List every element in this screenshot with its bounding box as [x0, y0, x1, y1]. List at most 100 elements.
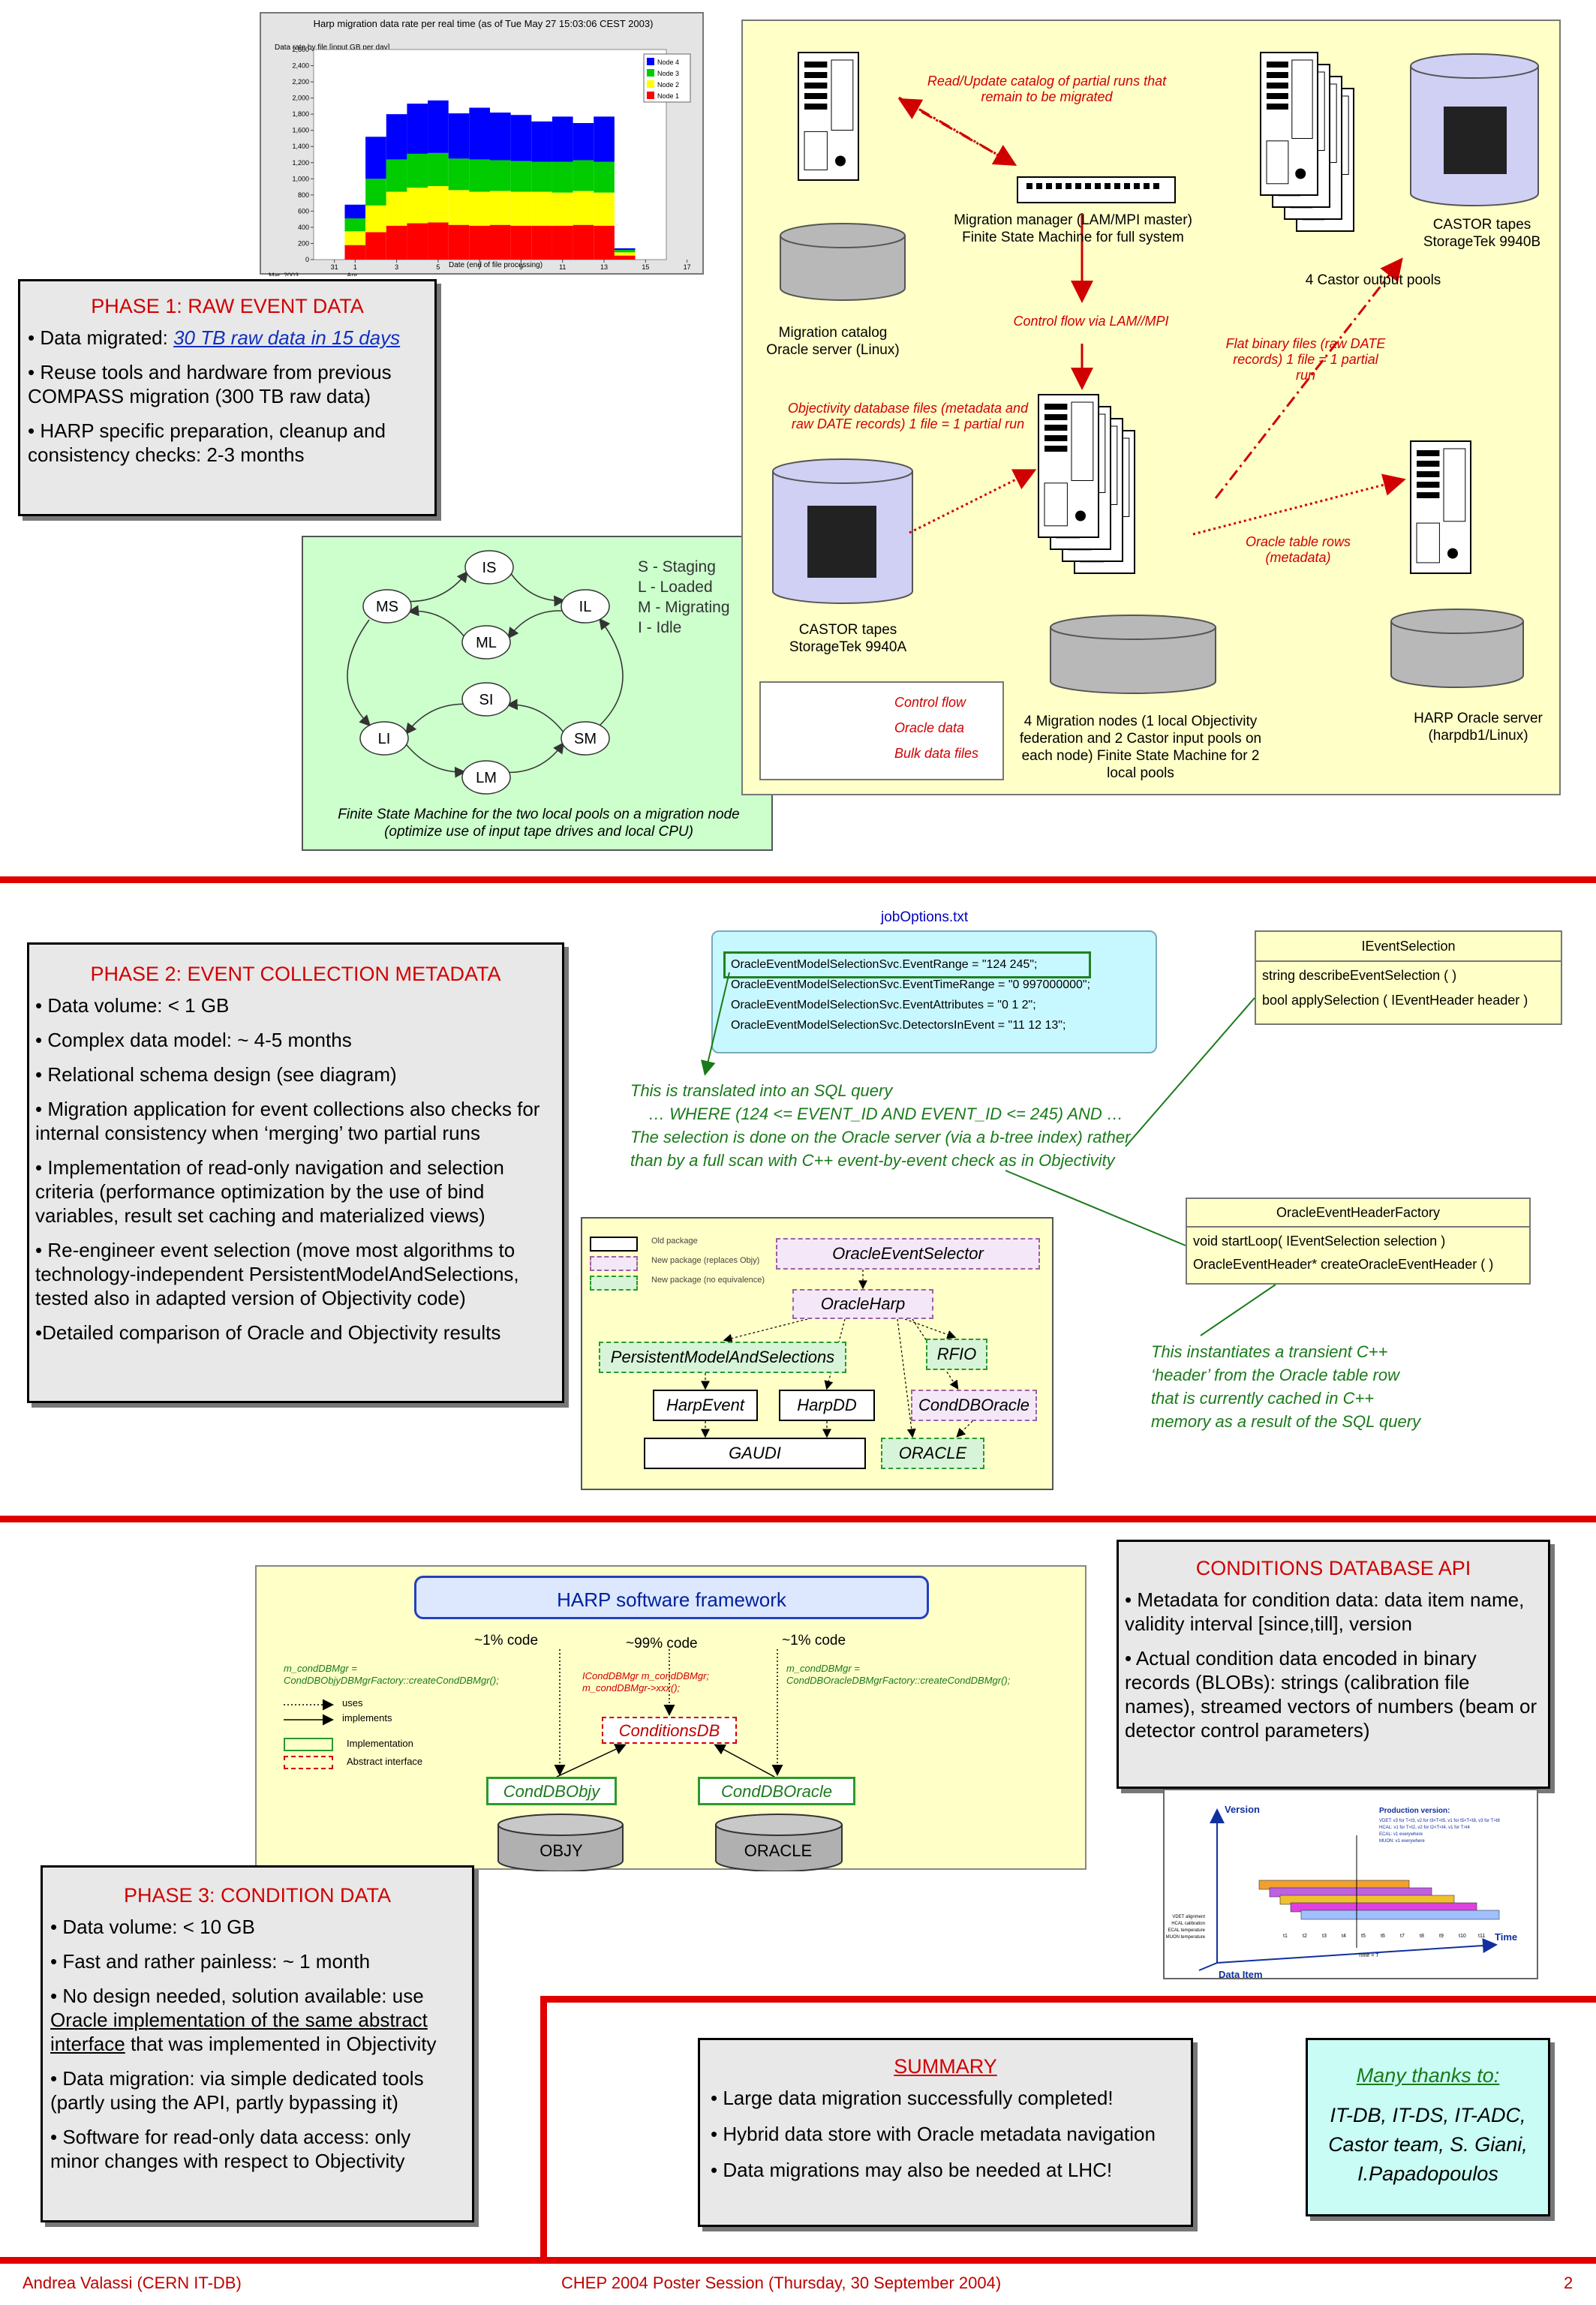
ieventselection-class: IEventSelection string describeEventSele… [1255, 930, 1562, 1025]
headerfactory-method: OracleEventHeader* createOracleEventHead… [1193, 1257, 1494, 1272]
x-tick-label: 7 [478, 263, 482, 271]
conditionsdb-box: ConditionsDB [602, 1717, 737, 1744]
harp-server-part [1417, 461, 1440, 467]
bar-node-4 [344, 204, 366, 219]
arrow-read-update-back [897, 98, 1014, 165]
dataitem-label: Data Item [1219, 1969, 1263, 1980]
bar-node-3 [573, 160, 594, 191]
pkg-gaudi: GAUDI [644, 1438, 866, 1469]
manager-label: Migration manager (LAM/MPI master) Finit… [954, 212, 1192, 245]
pkg-rfio: RFIO [926, 1339, 987, 1370]
manager-switch [1017, 176, 1176, 203]
output-pool-servers-part [1267, 83, 1288, 89]
bar-node-4 [386, 114, 407, 160]
sql-note-line: than by a full scan with C++ event-by-ev… [630, 1151, 1115, 1170]
harp-server-part [1416, 522, 1440, 563]
legend-new-swatch [590, 1256, 638, 1271]
switch-port [1066, 183, 1072, 189]
legend-implementation-swatch [284, 1738, 333, 1751]
bar-node-2 [407, 188, 428, 224]
time-tick: t4 [1342, 1934, 1346, 1939]
phase2-bullet: • Complex data model: ~ 4-5 months [35, 1029, 352, 1051]
bar-node-2 [448, 190, 470, 225]
package-arrows [701, 1270, 973, 1438]
catalog-server-part [831, 59, 854, 131]
ieventselection-name: IEventSelection [1256, 932, 1561, 962]
bar-node-4 [490, 113, 511, 161]
phase1-link[interactable]: 30 TB raw data in 15 days [173, 326, 401, 349]
fsm-transition [509, 572, 566, 607]
bar-node-2 [490, 191, 511, 225]
migration-node-servers-part [1075, 510, 1086, 521]
pkg-oracle-harp: OracleHarp [792, 1289, 933, 1319]
dataitem-axis [1198, 1962, 1218, 1971]
section-divider [0, 876, 1596, 883]
bar-node-2 [614, 252, 636, 256]
objy-files-label: Objectivity database files (metadata and… [787, 401, 1029, 431]
bar-node-4 [428, 100, 449, 153]
fsm-state-label: MS [376, 599, 398, 615]
y-tick-label: 1,000 [292, 175, 309, 182]
castor-a-label: CASTOR tapes StorageTek 9940A [789, 622, 907, 655]
switch-port [1056, 183, 1062, 189]
headerfactory-method: void startLoop( IEventSelection selectio… [1193, 1234, 1446, 1249]
y-tick-label: 600 [298, 207, 309, 215]
transient-note: This instantiates a transient C++ ‘heade… [1151, 1342, 1421, 1431]
time-tick: t10 [1459, 1934, 1466, 1939]
bar-node-1 [365, 232, 386, 260]
left-code: m_condDBMgr = CondDBObjyDBMgrFactory::cr… [284, 1663, 499, 1686]
joboptions-lines: OracleEventModelSelectionSvc.EventRange … [731, 954, 1090, 1035]
catalog-server [798, 52, 859, 181]
migration-node-servers-part [1071, 401, 1094, 481]
phase2-bullet: • Implementation of read-only navigation… [35, 1156, 504, 1227]
time-equals-label: Time = T [1358, 1953, 1379, 1958]
output-pool-servers-part [1291, 59, 1313, 139]
harp-server-part [1417, 450, 1440, 456]
catalog-label: Migration catalog Oracle server (Linux) [766, 325, 900, 358]
time-tick: t1 [1283, 1934, 1288, 1939]
conddboracle-box: CondDBOracle [698, 1777, 855, 1805]
phase3-box: PHASE 3: CONDITION DATA • Data volume: <… [41, 1865, 474, 2222]
fsm-state-label: LM [476, 770, 497, 786]
time-tick: t8 [1420, 1934, 1424, 1939]
data-item-name: MUON temperature [1166, 1935, 1206, 1940]
bar-node-1 [428, 222, 449, 260]
pkg-harp-dd: HarpDD [779, 1390, 875, 1421]
phase3-underlined: Oracle implementation of the same abstra… [50, 2009, 428, 2055]
fsm-legend-item: I - Idle [638, 619, 682, 636]
phase2-bullet: • Migration application for event collec… [35, 1098, 540, 1144]
conditions-api-box: CONDITIONS DATABASE API • Metadata for c… [1117, 1540, 1550, 1789]
bar-node-2 [428, 186, 449, 223]
joboptions-scroll: OracleEventModelSelectionSvc.EventRange … [711, 930, 1157, 1053]
output-pool-servers-part [1266, 140, 1289, 185]
phase3-bullet: • Data volume: < 10 GB [50, 1916, 255, 1938]
mid-code: ICondDBMgr m_condDBMgr; m_condDBMgr->xxx… [582, 1670, 710, 1693]
migration-node-servers-part [1044, 482, 1068, 527]
phase2-box: PHASE 2: EVENT COLLECTION METADATA • Dat… [27, 942, 564, 1403]
objy-db-top [497, 1814, 624, 1836]
catalog-server-part [835, 155, 846, 167]
bar-node-1 [594, 225, 615, 260]
x-tick-label: 11 [559, 263, 566, 271]
fsm-state-ms [362, 589, 412, 624]
switch-port [1085, 183, 1091, 189]
dep-conddb-oracle [956, 1420, 973, 1438]
phase1-box: PHASE 1: RAW EVENT DATA • Data migrated:… [18, 279, 437, 516]
switch-port [1026, 183, 1032, 189]
y-tick-label: 2,200 [292, 78, 309, 86]
legend-implements: implements [342, 1712, 392, 1723]
x-tick-label: 31 [331, 263, 338, 271]
castor-a-tape-top [772, 458, 913, 484]
legend-noeq-swatch [590, 1276, 638, 1291]
migration-node-servers-part [1044, 404, 1068, 410]
bar-node-3 [386, 159, 407, 192]
summary-frame-left [540, 1996, 547, 2257]
harp-db [1390, 621, 1524, 688]
harp-server [1410, 440, 1471, 574]
migration-nodes-db-top [1050, 615, 1216, 640]
section-divider [0, 1516, 1596, 1522]
castor-b-tape-top [1410, 53, 1539, 79]
phase2-bullet: •Detailed comparison of Oracle and Objec… [35, 1321, 501, 1344]
headerfactory-class: OracleEventHeaderFactory void startLoop(… [1186, 1198, 1531, 1285]
time-tick: t2 [1303, 1934, 1307, 1939]
